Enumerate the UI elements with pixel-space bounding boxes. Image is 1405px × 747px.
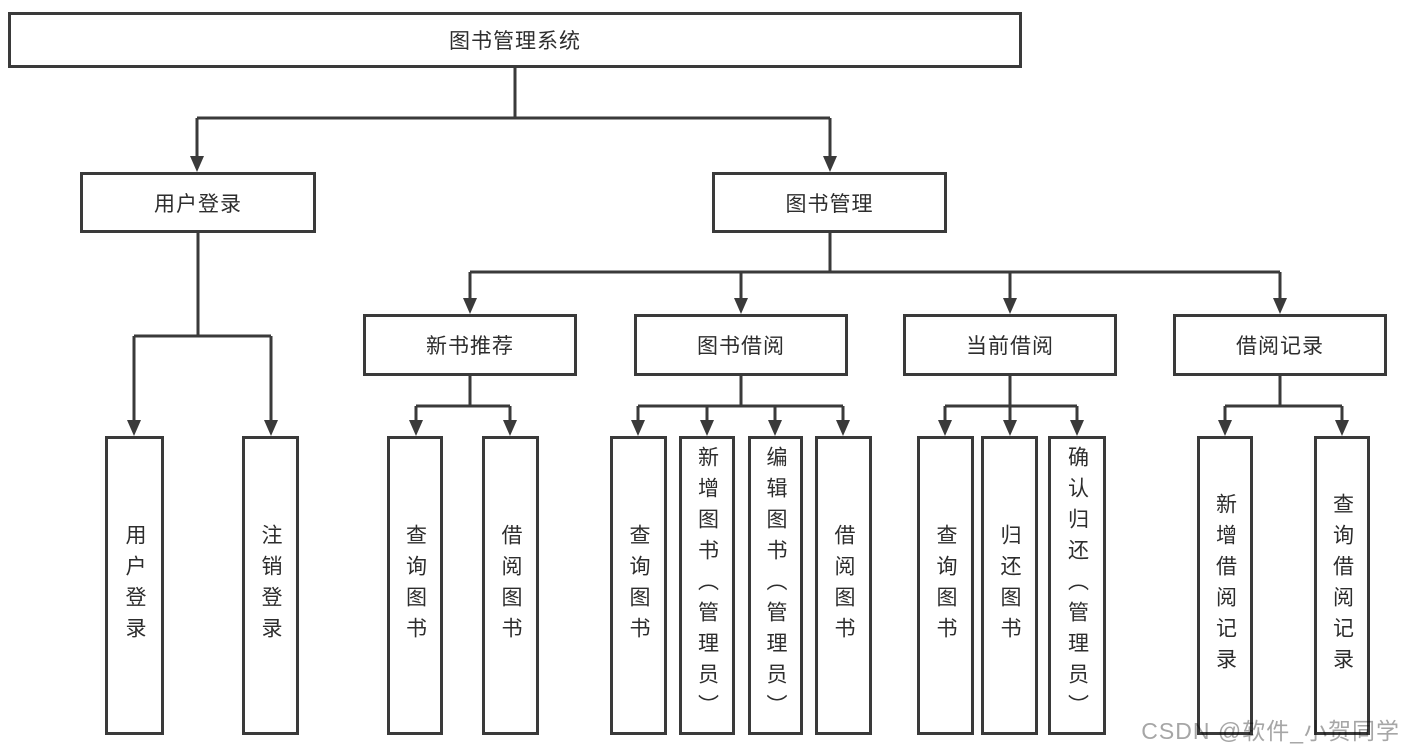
leaf-add-books-admin: 新增图书（管理员）: [679, 436, 735, 735]
leaf-confirm-return-admin-label: 确认归还（管理员）: [1065, 446, 1089, 725]
leaf-query-borrowing-records-label: 查询借阅记录: [1330, 492, 1354, 679]
node-library-management-system-label: 图书管理系统: [449, 30, 581, 53]
leaf-add-borrowing-record: 新增借阅记录: [1197, 436, 1253, 735]
leaf-user-login: 用户登录: [105, 436, 164, 735]
node-book-management-label: 图书管理: [785, 192, 874, 216]
node-book-management: 图书管理: [712, 172, 947, 233]
leaf-logout-label: 注销登录: [259, 523, 282, 648]
node-borrowing-records-label: 借阅记录: [1236, 335, 1324, 358]
node-user-login-label: 用户登录: [154, 192, 242, 216]
leaf-return-books: 归还图书: [981, 436, 1038, 735]
node-current-borrowing-label: 当前借阅: [966, 335, 1054, 358]
leaf-borrow-books-recommend-label: 借阅图书: [499, 523, 522, 648]
leaf-add-books-admin-label: 新增图书（管理员）: [695, 446, 719, 725]
leaf-confirm-return-admin: 确认归还（管理员）: [1048, 436, 1106, 735]
node-book-borrowing: 图书借阅: [634, 314, 848, 376]
leaf-user-login-label: 用户登录: [123, 523, 146, 648]
node-library-management-system: 图书管理系统: [8, 12, 1022, 68]
node-borrowing-records: 借阅记录: [1173, 314, 1387, 376]
leaf-add-borrowing-record-label: 新增借阅记录: [1213, 492, 1237, 679]
node-user-login: 用户登录: [80, 172, 316, 233]
leaf-logout: 注销登录: [242, 436, 299, 735]
node-new-book-recommendation: 新书推荐: [363, 314, 577, 376]
leaf-query-borrowing-records: 查询借阅记录: [1314, 436, 1370, 735]
leaf-query-books-current: 查询图书: [917, 436, 974, 735]
node-current-borrowing: 当前借阅: [903, 314, 1117, 376]
leaf-query-books-current-label: 查询图书: [934, 523, 957, 648]
leaf-edit-books-admin-label: 编辑图书（管理员）: [764, 446, 787, 725]
leaf-borrow-books: 借阅图书: [815, 436, 872, 735]
leaf-borrow-books-label: 借阅图书: [832, 523, 855, 648]
leaf-query-books-borrowing: 查询图书: [610, 436, 667, 735]
leaf-query-books-borrowing-label: 查询图书: [627, 523, 650, 648]
leaf-query-books-recommend: 查询图书: [387, 436, 443, 735]
node-new-book-recommendation-label: 新书推荐: [426, 335, 514, 358]
node-book-borrowing-label: 图书借阅: [697, 335, 785, 358]
leaf-query-books-recommend-label: 查询图书: [403, 523, 427, 648]
leaf-edit-books-admin: 编辑图书（管理员）: [748, 436, 803, 735]
leaf-borrow-books-recommend: 借阅图书: [482, 436, 539, 735]
leaf-return-books-label: 归还图书: [998, 523, 1021, 648]
